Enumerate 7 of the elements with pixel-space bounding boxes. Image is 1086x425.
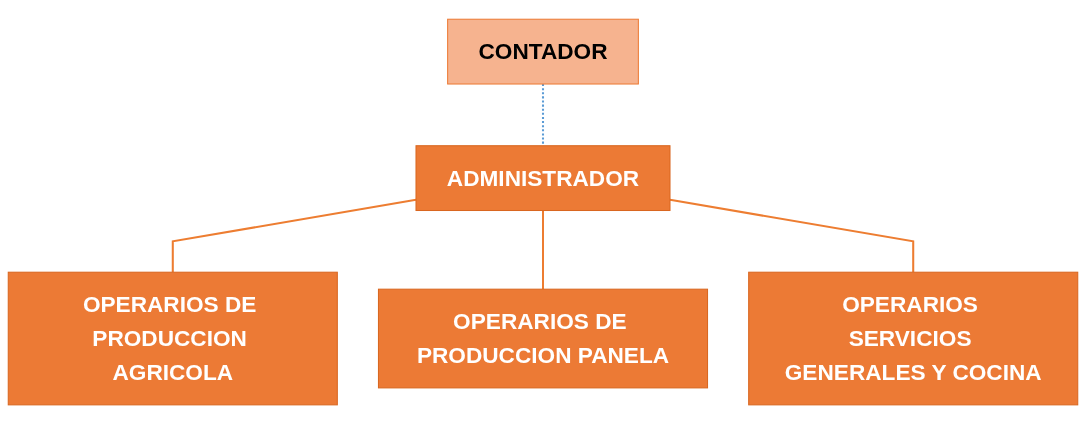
node-box: CONTADOR xyxy=(447,19,639,85)
connector xyxy=(541,210,545,290)
node-box: OPERARIOS DE PRODUCCION PANELA xyxy=(377,289,709,389)
node-box: ADMINISTRADOR xyxy=(415,145,671,212)
node-box: OPERARIOS SERVICIOS GENERALES Y COCINA xyxy=(748,272,1079,406)
node-box: OPERARIOS DE PRODUCCION AGRICOLA xyxy=(7,272,338,406)
connector xyxy=(171,199,417,273)
